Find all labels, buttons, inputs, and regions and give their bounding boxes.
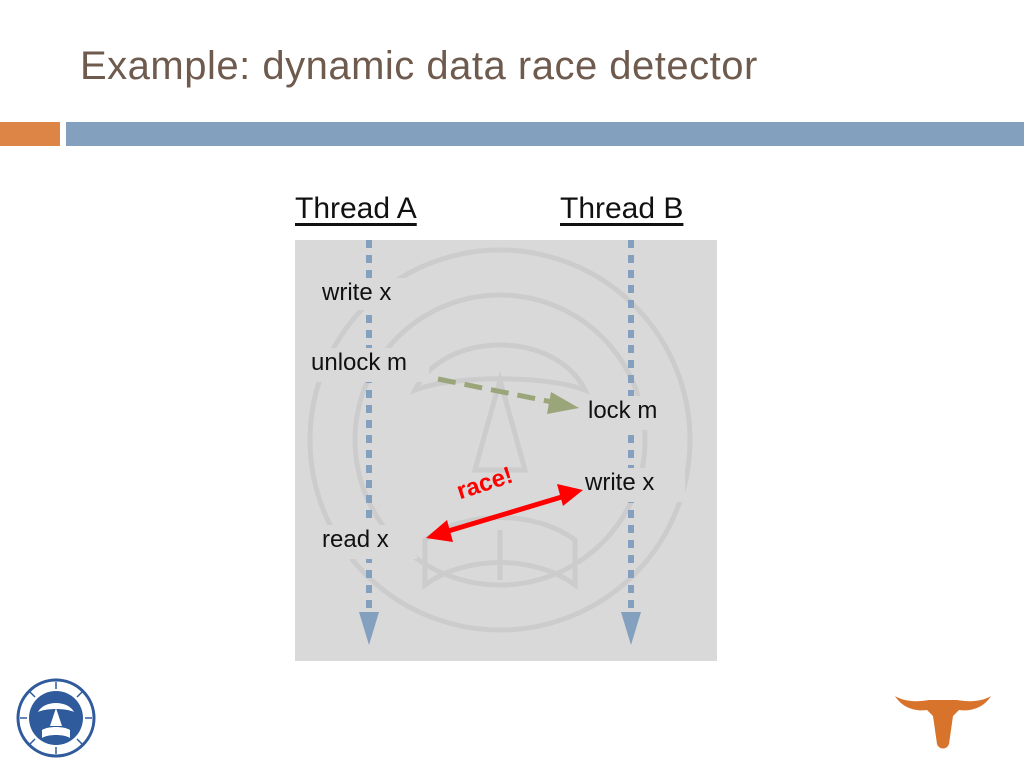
thread-b-label: Thread B [560,192,684,225]
longhorn-icon [893,690,993,759]
op-write-x-thread-a: write x [322,279,392,306]
thread-a-arrowhead [359,612,379,645]
op-mask-read-x [317,525,417,559]
accent-bar-orange [0,122,60,146]
tufts-seal-icon [16,678,96,763]
university-seal-icon [307,247,693,633]
diagram-canvas [307,240,693,645]
op-mask-write-x-b [581,468,685,502]
sync-arrowhead [547,392,579,414]
op-lock-m: lock m [588,397,658,424]
thread-a-label: Thread A [295,192,417,225]
diagram-panel [295,240,717,661]
op-mask-lock-m [585,396,681,430]
sync-arrow [437,376,558,406]
op-read-x: read x [322,526,389,553]
race-arrowhead-left [426,520,453,542]
op-mask-unlock-m [307,348,429,382]
op-write-x-thread-b: write x [585,469,655,496]
accent-bar-blue [66,122,1024,146]
race-arrow [444,493,566,535]
op-mask-write-x-a [317,278,419,310]
op-unlock-m: unlock m [311,349,408,376]
thread-b-arrowhead [621,612,641,645]
race-arrowhead-right [557,484,583,506]
slide-title: Example: dynamic data race detector [80,44,758,88]
